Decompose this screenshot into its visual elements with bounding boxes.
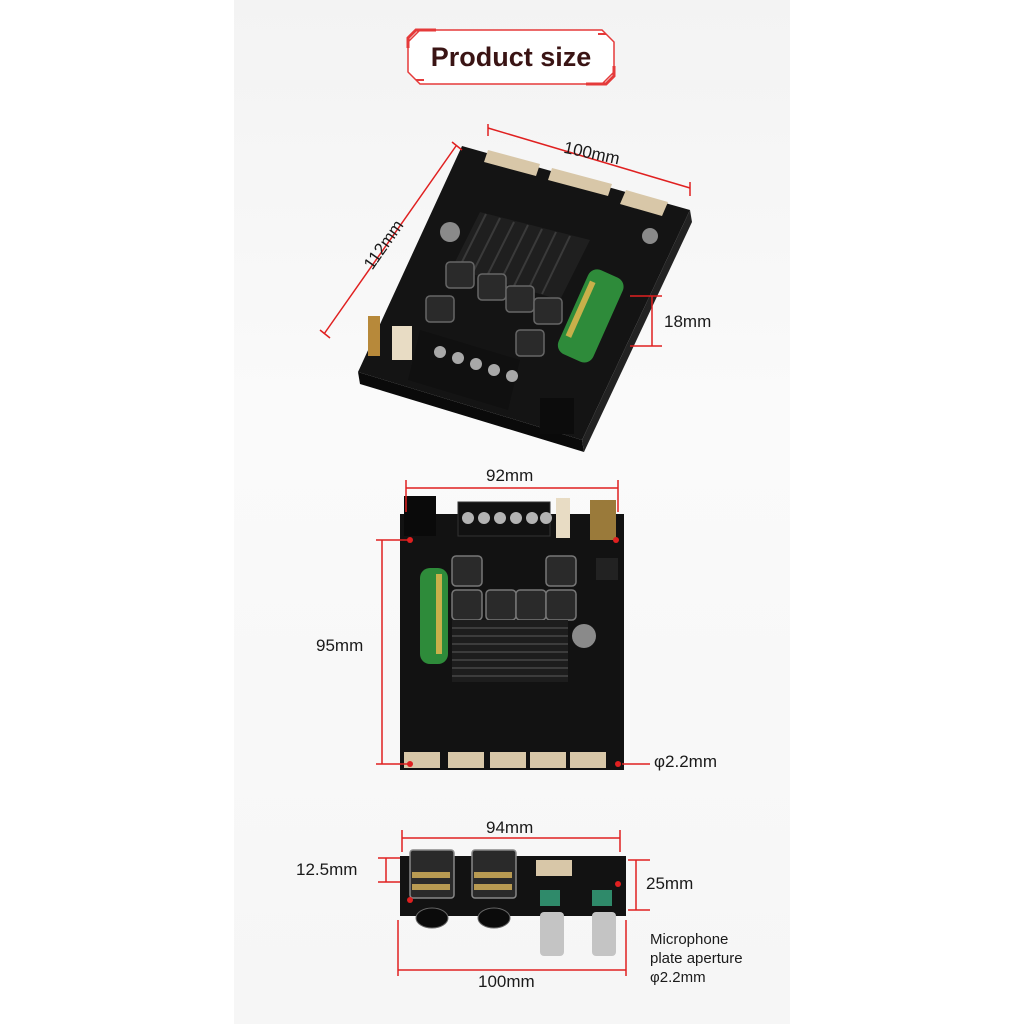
- label-jack-pitch: 12.5mm: [296, 860, 358, 879]
- label-mic-width-top: 94mm: [486, 818, 534, 837]
- label-front-height: 95mm: [316, 636, 364, 655]
- title-frame: [406, 28, 616, 86]
- label-front-width: 92mm: [486, 466, 534, 485]
- mic-note: Microphone plate aperture φ2.2mm: [650, 930, 743, 987]
- page-title: Product size: [430, 41, 592, 72]
- label-hole: φ2.2mm: [654, 752, 717, 771]
- board-front: [376, 480, 650, 770]
- board-isometric: [319, 124, 692, 452]
- label-mic-height: 25mm: [646, 874, 694, 893]
- mic-note-line2: plate aperture: [650, 950, 743, 967]
- board-mic: [378, 830, 650, 976]
- mic-note-line1: Microphone: [650, 931, 729, 948]
- title-badge: Product size: [406, 28, 616, 86]
- label-mic-width-bottom: 100mm: [478, 972, 535, 991]
- label-height: 18mm: [664, 312, 712, 331]
- mic-note-line3: φ2.2mm: [650, 969, 706, 986]
